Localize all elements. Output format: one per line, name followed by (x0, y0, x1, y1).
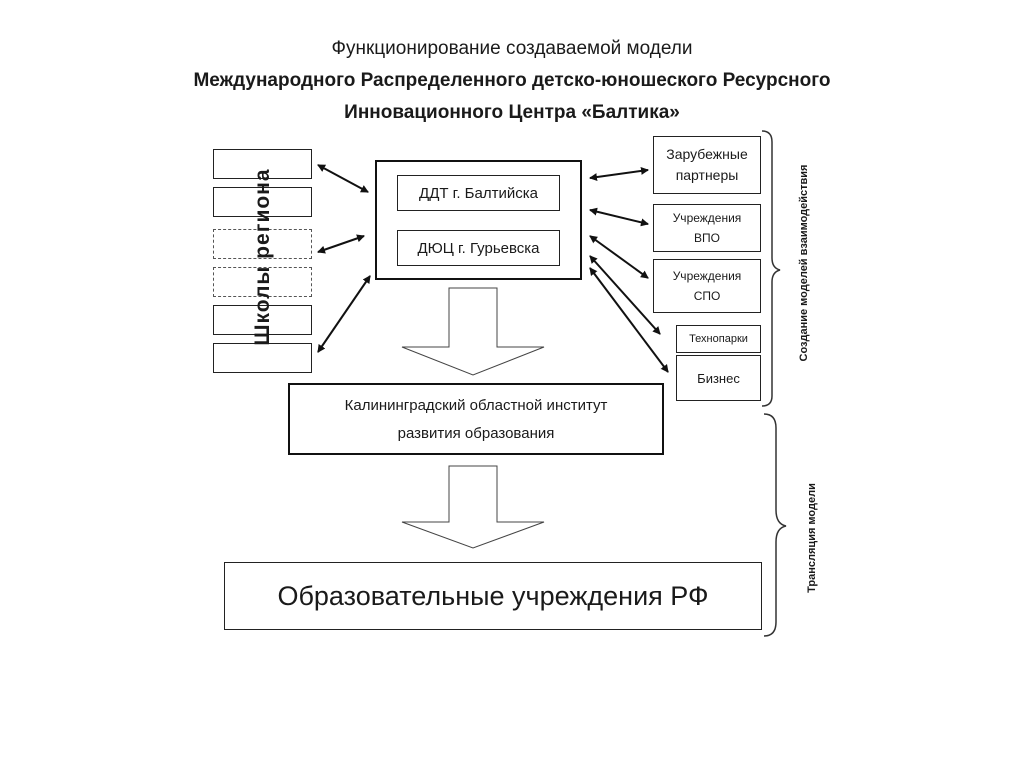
schools-label: Школы региона (251, 168, 274, 346)
school-box-3 (213, 229, 312, 259)
brace-upper (761, 130, 781, 407)
school-box-6 (213, 343, 312, 373)
center-item-ddt: ДДТ г. Балтийска (397, 175, 560, 211)
arrow-school-3 (317, 275, 371, 353)
school-box-5 (213, 305, 312, 335)
arrow-school-1 (317, 164, 369, 193)
brace-lower (763, 413, 787, 637)
institute-line-2: развития образования (397, 425, 555, 442)
institute-line-1: Калининградский областной институт (344, 397, 608, 414)
school-box-4 (213, 267, 312, 297)
title-line-3: Инновационного Центра «Балтика» (344, 102, 680, 123)
title-line-2: Международного Распределенного детско-юн… (193, 70, 831, 91)
arrow-spo (589, 235, 649, 279)
school-box-2 (213, 187, 312, 217)
down-arrow-2 (401, 465, 545, 549)
title-line-1: Функционирование создаваемой модели (331, 38, 693, 59)
spo-box: Учреждения СПО (653, 259, 761, 313)
arrow-vpo (589, 207, 649, 227)
arrow-techparks (589, 255, 661, 335)
institute-box: Калининградский областной институт разви… (288, 383, 664, 455)
down-arrow-1 (401, 287, 545, 376)
techparks-box: Технопарки (676, 325, 761, 353)
business-box: Бизнес (676, 355, 761, 401)
foreign-partners-box: Зарубежные партнеры (653, 136, 761, 194)
vpo-box: Учреждения ВПО (653, 204, 761, 252)
lower-brace-label: Трансляция модели (806, 483, 818, 593)
school-box-1 (213, 149, 312, 179)
arrow-school-2 (317, 234, 365, 254)
arrow-business (589, 267, 669, 373)
russian-institutions-box: Образовательные учреждения РФ (224, 562, 762, 630)
center-item-dyuc: ДЮЦ г. Гурьевска (397, 230, 560, 266)
upper-brace-label: Создание моделей взаимодействия (798, 164, 810, 362)
arrow-foreign (589, 166, 649, 182)
